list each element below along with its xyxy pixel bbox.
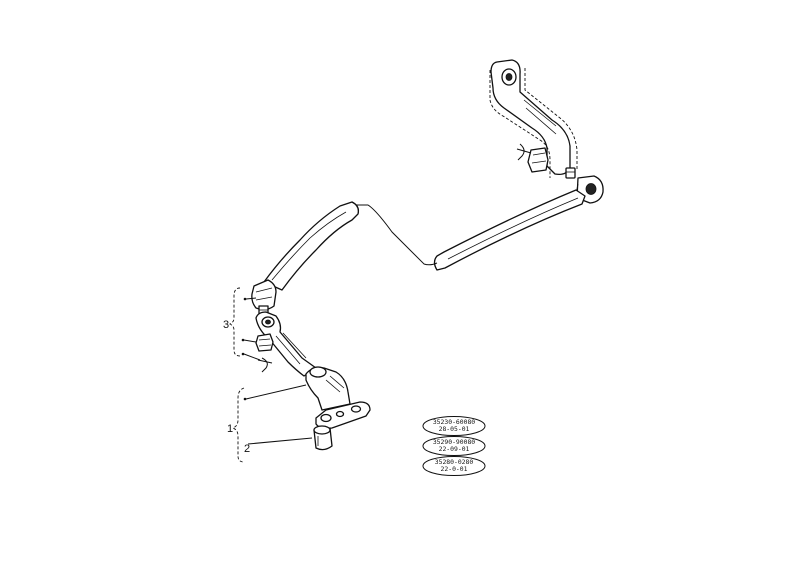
part-number-oval-1: 35230-60080 28-05-01 bbox=[422, 416, 486, 436]
bushing bbox=[313, 425, 333, 451]
castle-nut-lower bbox=[255, 333, 274, 352]
part-number-1-date: 28-05-01 bbox=[439, 425, 470, 433]
upper-pitman-arm bbox=[489, 59, 578, 178]
upper-ball-stud-nut bbox=[565, 167, 576, 179]
drag-link-left bbox=[263, 201, 360, 291]
callout-3-label: 3 bbox=[223, 319, 229, 331]
callout-1-bracket bbox=[231, 387, 245, 463]
mounting-flange bbox=[315, 401, 371, 430]
part-number-3-code: 35280-0280 bbox=[435, 458, 474, 466]
part-number-oval-3: 35280-0280 22-0-01 bbox=[422, 456, 486, 476]
part-number-2-date: 22-09-01 bbox=[439, 445, 470, 453]
knuckle-arm-body bbox=[305, 366, 351, 411]
part-number-1-code: 35230-60080 bbox=[433, 418, 475, 426]
leader-lines bbox=[241, 297, 313, 445]
part-number-oval-2: 35290-90080 22-09-01 bbox=[422, 436, 486, 456]
drag-link-break-line bbox=[352, 204, 438, 266]
lower-ball-joint-upper-cup bbox=[251, 279, 277, 311]
drag-link-right bbox=[433, 189, 586, 271]
cotter-pin-lower bbox=[257, 357, 273, 373]
part-number-2-code: 35290-90080 bbox=[433, 438, 475, 446]
castle-nut-upper bbox=[527, 147, 549, 173]
callout-2-label: 2 bbox=[244, 443, 250, 455]
part-number-3-date: 22-0-01 bbox=[441, 465, 468, 473]
cotter-pin-upper bbox=[516, 143, 532, 161]
callout-1-label: 1 bbox=[227, 423, 233, 435]
callout-3-bracket bbox=[228, 287, 241, 357]
